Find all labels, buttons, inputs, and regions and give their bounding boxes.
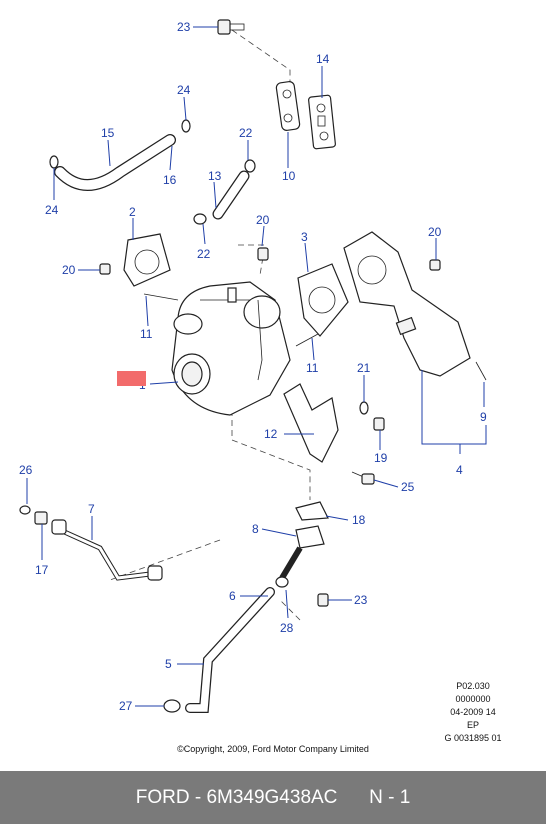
callout-27: 27 [119, 699, 133, 713]
studs-11 [143, 293, 319, 347]
seal-washers [49, 119, 256, 225]
oil-feed-pipe [192, 76, 301, 163]
callout-20: 20 [428, 225, 442, 239]
callout-2: 2 [129, 205, 136, 219]
bolt-23-top [217, 19, 245, 35]
callout-28: 28 [280, 621, 294, 635]
oil-return-hose-15 [54, 134, 176, 191]
callout-12: 12 [264, 427, 278, 441]
callout-25: 25 [401, 480, 415, 494]
footer-gap [337, 787, 369, 809]
callout-6: 6 [229, 589, 236, 603]
leader-lines [26, 26, 487, 707]
highlight-marker [117, 371, 146, 386]
callout-13: 13 [208, 169, 222, 183]
callout-22: 22 [239, 126, 253, 140]
callout-5: 5 [165, 657, 172, 671]
callout-10: 10 [282, 169, 296, 183]
gaskets-18-8 [295, 501, 329, 549]
meta-line: EP [466, 720, 479, 730]
footer-qty: N - 1 [369, 786, 411, 808]
hose-13 [212, 170, 250, 220]
copyright-notice: ©Copyright, 2009, Ford Motor Company Lim… [177, 744, 369, 754]
callout-11: 11 [140, 327, 153, 341]
callout-8: 8 [252, 522, 259, 536]
oil-pipe-7 [51, 519, 163, 581]
oil-return-tube-5 [163, 546, 329, 713]
fasteners-21-19-25 [351, 401, 385, 485]
callout-17: 17 [35, 563, 49, 577]
callout-18: 18 [352, 513, 366, 527]
part-number-footer: FORD - 6M349G438AC N - 1 [0, 771, 546, 824]
bracket-12 [283, 383, 339, 463]
fittings-26-17 [19, 505, 48, 525]
callout-3: 3 [301, 230, 308, 244]
footer-brand: FORD [135, 786, 190, 808]
meta-line: P02.030 [456, 681, 490, 691]
callout-23: 23 [354, 593, 368, 607]
callout-20: 20 [62, 263, 76, 277]
gasket-2 [123, 233, 171, 287]
callout-19: 19 [374, 451, 388, 465]
callout-7: 7 [88, 502, 95, 516]
callout-9: 9 [480, 410, 487, 424]
callout-20: 20 [256, 213, 270, 227]
callout-26: 26 [19, 463, 33, 477]
callout-11: 11 [306, 361, 319, 375]
callout-24: 24 [45, 203, 59, 217]
downpipe-4 [343, 231, 487, 381]
exploded-parts-diagram: 23 14 24 15 22 16 24 13 10 2 20 22 3 20 … [19, 19, 487, 713]
footer-sep: - [189, 786, 207, 808]
meta-line: 0000000 [455, 694, 491, 704]
callout-23: 23 [177, 20, 191, 34]
callout-22: 22 [197, 247, 211, 261]
callout-21: 21 [357, 361, 371, 375]
meta-line: 04-2009 14 [450, 707, 496, 717]
callout-16: 16 [163, 173, 177, 187]
callout-14: 14 [316, 52, 330, 66]
callout-15: 15 [101, 126, 115, 140]
gasket-3 [297, 263, 349, 337]
turbocharger-1 [171, 281, 291, 416]
bolts-20 [99, 247, 441, 275]
callout-4: 4 [456, 463, 463, 477]
gasket-14 [308, 94, 336, 150]
drawing-reference-block: P02.030 0000000 04-2009 14 EP G 0031895 … [418, 680, 528, 745]
callout-24: 24 [177, 83, 191, 97]
footer-part-number: 6M349G438AC [206, 786, 338, 808]
meta-line: G 0031895 01 [444, 733, 502, 743]
